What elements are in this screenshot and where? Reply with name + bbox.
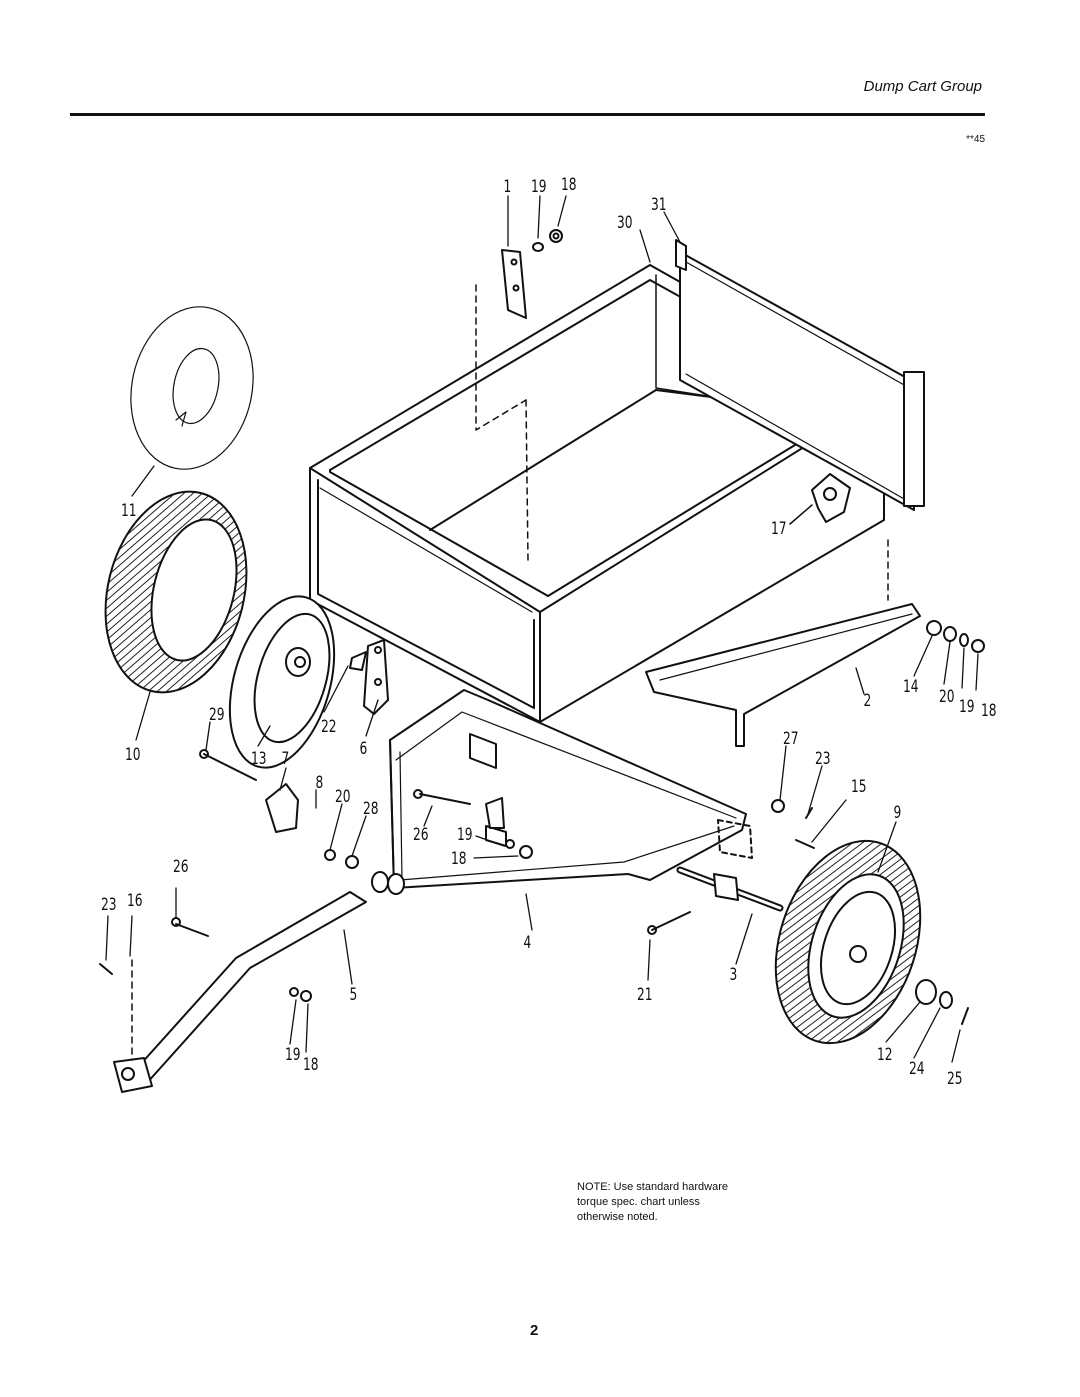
callout-18: 18 [561, 175, 577, 195]
callout-23: 23 [101, 895, 117, 915]
right-wheel [751, 822, 945, 1062]
callout-26: 26 [413, 825, 429, 845]
leader-lines [106, 196, 978, 1062]
callout-27: 27 [783, 729, 799, 749]
header-rule [70, 113, 985, 116]
callout-20: 20 [335, 787, 351, 807]
note-line: otherwise noted. [577, 1211, 658, 1223]
callout-18: 18 [451, 849, 467, 869]
inner-tube [116, 295, 267, 480]
callout-17: 17 [771, 519, 787, 539]
page-number: 2 [530, 1322, 539, 1339]
top-hardware [533, 230, 562, 251]
left-tire [85, 477, 266, 708]
hitch-frame [372, 690, 746, 894]
note-line: NOTE: Use standard hardware [577, 1181, 729, 1193]
callout-13: 13 [251, 749, 267, 769]
callout-labels: 1 19 18 30 31 11 17 10 29 13 7 22 6 8 20… [101, 175, 997, 1089]
callout-10: 10 [125, 745, 141, 765]
tailgate [676, 240, 924, 510]
figure-code: **45 [966, 134, 985, 145]
side-rail [646, 604, 920, 746]
header-title: Dump Cart Group [863, 78, 982, 95]
callout-19: 19 [457, 825, 473, 845]
hub-hardware [916, 980, 968, 1024]
callout-30: 30 [617, 213, 633, 233]
callout-5: 5 [350, 985, 358, 1005]
callout-9: 9 [894, 803, 902, 823]
callout-18: 18 [303, 1055, 319, 1075]
hitch-hardware [200, 750, 814, 934]
axle [680, 820, 780, 908]
callout-23: 23 [815, 749, 831, 769]
latch [790, 474, 850, 524]
callout-4: 4 [524, 933, 532, 953]
callout-2: 2 [864, 691, 872, 711]
hinge-plate [476, 250, 528, 560]
callout-6: 6 [360, 739, 368, 759]
callout-18: 18 [981, 701, 997, 721]
torque-note: NOTE: Use standard hardware torque spec.… [577, 1180, 817, 1225]
callout-8: 8 [316, 773, 324, 793]
callout-16: 16 [127, 891, 143, 911]
callout-12: 12 [877, 1045, 893, 1065]
callout-1: 1 [504, 177, 512, 197]
axle-bracket [350, 640, 388, 714]
callout-21: 21 [637, 985, 653, 1005]
callout-15: 15 [851, 777, 867, 797]
tongue [100, 892, 366, 1092]
callout-26: 26 [173, 857, 189, 877]
callout-3: 3 [730, 965, 738, 985]
callout-29: 29 [209, 705, 225, 725]
callout-22: 22 [321, 717, 337, 737]
callout-19: 19 [531, 177, 547, 197]
rail-hardware [888, 540, 984, 652]
callout-19: 19 [285, 1045, 301, 1065]
callout-20: 20 [939, 687, 955, 707]
callout-19: 19 [959, 697, 975, 717]
callout-14: 14 [903, 677, 919, 697]
callout-25: 25 [947, 1069, 963, 1089]
callout-24: 24 [909, 1059, 925, 1079]
left-wheel-rim [212, 584, 353, 780]
callout-7: 7 [282, 749, 290, 769]
callout-31: 31 [651, 195, 667, 215]
callout-11: 11 [121, 501, 137, 521]
callout-28: 28 [363, 799, 379, 819]
note-line: torque spec. chart unless [577, 1196, 700, 1208]
